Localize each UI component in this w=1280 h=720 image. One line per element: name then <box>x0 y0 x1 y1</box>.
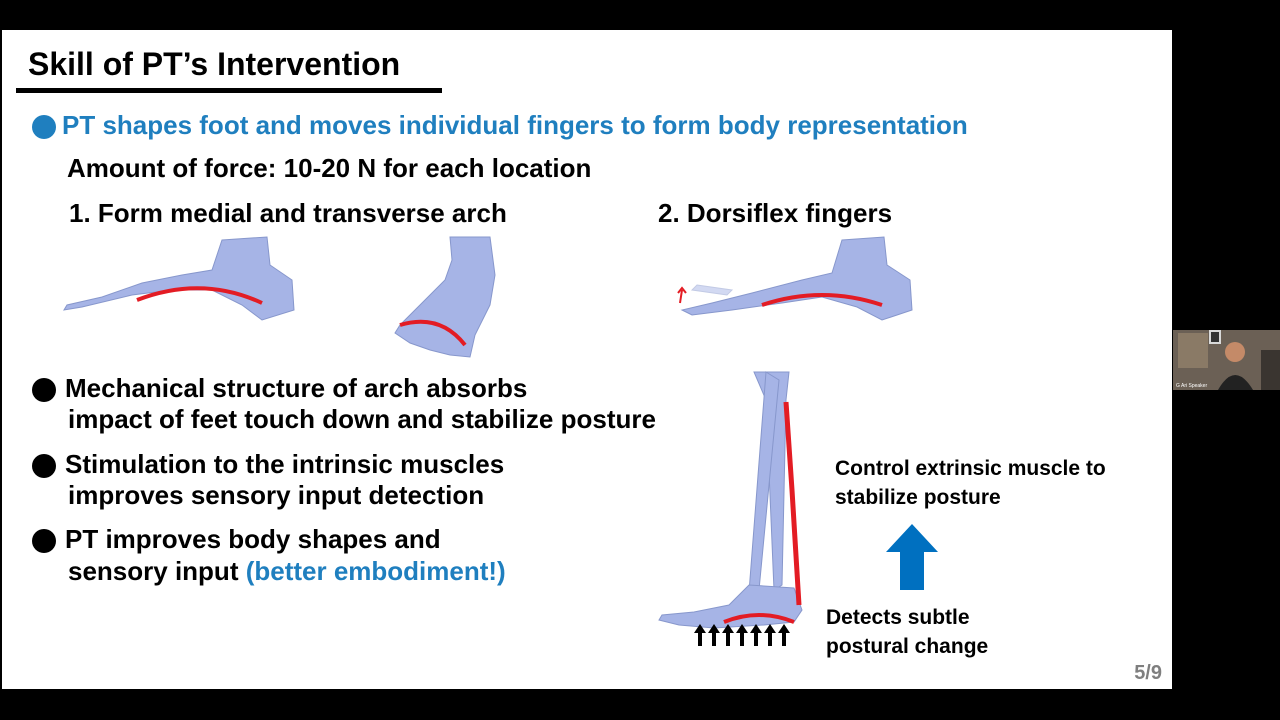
bullet3-line2-prefix: sensory input <box>68 556 246 586</box>
bullet2-line2: improves sensory input detection <box>68 480 485 510</box>
slide-title: Skill of PT’s Intervention <box>28 46 401 82</box>
step2-text: 2. Dorsiflex fingers <box>658 198 893 228</box>
bullet2-line1: Stimulation to the intrinsic muscles <box>65 449 505 479</box>
page-number: 5/9 <box>1134 662 1162 684</box>
speaker-webcam-thumbnail[interactable]: G Ari Speaker <box>1173 330 1280 390</box>
pressure-arrows-icon <box>694 624 790 646</box>
speaker-video-icon <box>1173 330 1280 390</box>
slide-heading: PT shapes foot and moves individual fing… <box>62 110 968 140</box>
detect-label-line1: Detects subtle <box>826 606 970 629</box>
detect-label-line2: postural change <box>826 635 989 658</box>
bullet1-line1: Mechanical structure of arch absorbs <box>65 373 528 403</box>
foot-top-view-icon <box>394 236 496 358</box>
step1-text: 1. Form medial and transverse arch <box>69 198 507 228</box>
embodiment-highlight: (better embodiment!) <box>245 556 506 586</box>
bullet-dot-icon <box>32 529 56 553</box>
leg-skeleton-icon <box>658 371 803 629</box>
bullet3-line1: PT improves body shapes and <box>65 524 441 554</box>
bullet-dot-icon <box>32 115 56 139</box>
bullet1-line2: impact of feet touch down and stabilize … <box>68 404 656 434</box>
force-text: Amount of force: 10-20 N for each locati… <box>67 153 592 183</box>
webcam-label: G Ari Speaker <box>1176 383 1208 389</box>
bullet3-line2: sensory input (better embodiment!) <box>68 556 506 587</box>
up-arrow-icon <box>886 524 938 590</box>
bullet-dot-icon <box>32 378 56 402</box>
control-label-line2: stabilize posture <box>835 486 1001 509</box>
title-underline <box>16 88 442 93</box>
presentation-slide: Skill of PT’s Intervention PT shapes foo… <box>2 30 1172 689</box>
control-label-line1: Control extrinsic muscle to <box>835 457 1106 480</box>
foot-dorsiflex-icon <box>677 236 913 321</box>
bullet-dot-icon <box>32 454 56 478</box>
foot-side-view-icon <box>63 236 295 321</box>
